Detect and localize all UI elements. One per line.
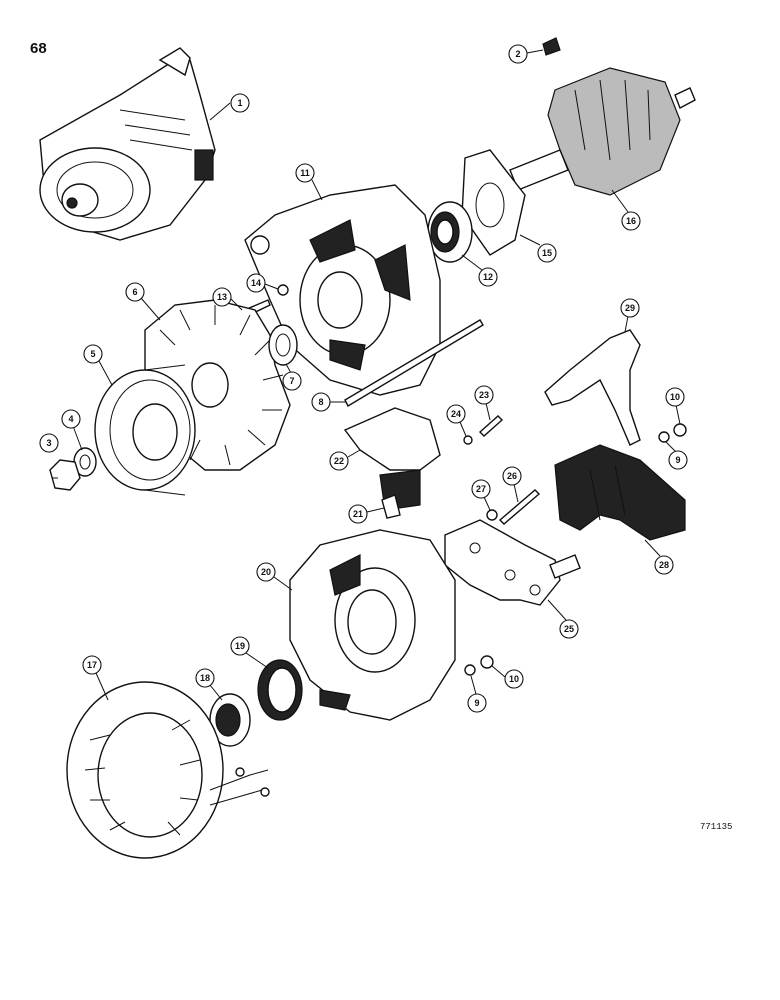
callout-circle <box>508 44 528 64</box>
part-washer-27 <box>486 509 498 521</box>
callout-label: 25 <box>564 624 574 634</box>
callout-circle <box>212 287 232 307</box>
callout-label: 18 <box>200 673 210 683</box>
callout-circle <box>39 433 59 453</box>
callout-circle <box>504 669 524 689</box>
callout-label: 2 <box>515 49 520 59</box>
callout-circle <box>83 344 103 364</box>
callout-circle <box>478 267 498 287</box>
part-pulley <box>94 364 196 496</box>
part-key <box>542 37 561 56</box>
callout-label: 20 <box>261 567 271 577</box>
callout-label: 15 <box>542 248 552 258</box>
part-washer-9-lower <box>464 664 476 676</box>
part-washer-24 <box>463 435 473 445</box>
callout-circle <box>665 387 685 407</box>
callouts: 1 2 3 4 5 6 7 8 9 10 11 12 <box>39 44 688 713</box>
callout-label: 16 <box>626 216 636 226</box>
part-slip-ring-housing <box>289 529 456 721</box>
part-screw-23 <box>478 415 504 437</box>
page-number: 68 <box>30 40 47 57</box>
callout-circle <box>329 451 349 471</box>
callout-circle <box>559 619 579 639</box>
callout-label: 9 <box>474 698 479 708</box>
callout-label: 28 <box>659 560 669 570</box>
callout-label: 1 <box>237 98 242 108</box>
callout-label: 9 <box>675 455 680 465</box>
callout-circle <box>502 466 522 486</box>
callout-circle <box>295 163 315 183</box>
callout-circle <box>620 298 640 318</box>
callout-label: 21 <box>353 509 363 519</box>
callout-label: 11 <box>300 168 310 178</box>
callout-circle <box>348 504 368 524</box>
callout-circle <box>230 93 250 113</box>
part-stator <box>66 681 270 859</box>
callout-circle <box>621 211 641 231</box>
part-alternator-assembly <box>39 47 216 241</box>
part-brush-holder <box>343 407 441 511</box>
part-screw-26 <box>498 489 541 525</box>
callout-label: 17 <box>87 660 97 670</box>
part-brush <box>381 494 401 519</box>
callout-label: 19 <box>235 641 245 651</box>
callout-circle <box>282 371 302 391</box>
callout-label: 5 <box>90 349 95 359</box>
callout-circle <box>311 392 331 412</box>
callout-circle <box>537 243 557 263</box>
callout-label: 27 <box>476 484 486 494</box>
callout-circle <box>654 555 674 575</box>
callout-label: 29 <box>625 303 635 313</box>
callout-label: 13 <box>217 292 227 302</box>
callout-circle <box>474 385 494 405</box>
part-washer-9-upper <box>658 431 670 443</box>
part-front-bearing <box>427 201 473 263</box>
callout-label: 3 <box>46 438 51 448</box>
callout-label: 8 <box>318 397 323 407</box>
callout-label: 24 <box>451 409 461 419</box>
part-nut-10-lower <box>480 655 494 669</box>
part-bracket <box>544 329 641 446</box>
callout-label: 26 <box>507 471 517 481</box>
callout-label: 4 <box>68 414 73 424</box>
callout-circle <box>82 655 102 675</box>
callout-circle <box>125 282 145 302</box>
callout-circle <box>446 404 466 424</box>
callout-circle <box>471 479 491 499</box>
part-spacer <box>277 284 289 296</box>
callout-label: 6 <box>132 287 137 297</box>
callout-label: 10 <box>670 392 680 402</box>
callout-circle <box>246 273 266 293</box>
callout-label: 10 <box>509 674 519 684</box>
part-rotor <box>509 67 696 196</box>
callout-label: 12 <box>483 272 493 282</box>
part-collar <box>268 324 298 366</box>
callout-label: 23 <box>479 390 489 400</box>
callout-circle <box>467 693 487 713</box>
part-nut-3 <box>49 459 81 491</box>
callout-circle <box>256 562 276 582</box>
callout-circle <box>61 409 81 429</box>
callout-label: 7 <box>289 376 294 386</box>
callout-circle <box>668 450 688 470</box>
callout-label: 22 <box>334 456 344 466</box>
callout-circle <box>230 636 250 656</box>
callout-circle <box>195 668 215 688</box>
part-rear-cover <box>554 444 686 541</box>
part-rectifier <box>444 519 581 606</box>
part-nut-10-upper <box>673 423 687 437</box>
reference-code: 771135 <box>700 822 733 832</box>
part-through-bolt <box>344 319 484 407</box>
callout-label: 14 <box>251 278 261 288</box>
